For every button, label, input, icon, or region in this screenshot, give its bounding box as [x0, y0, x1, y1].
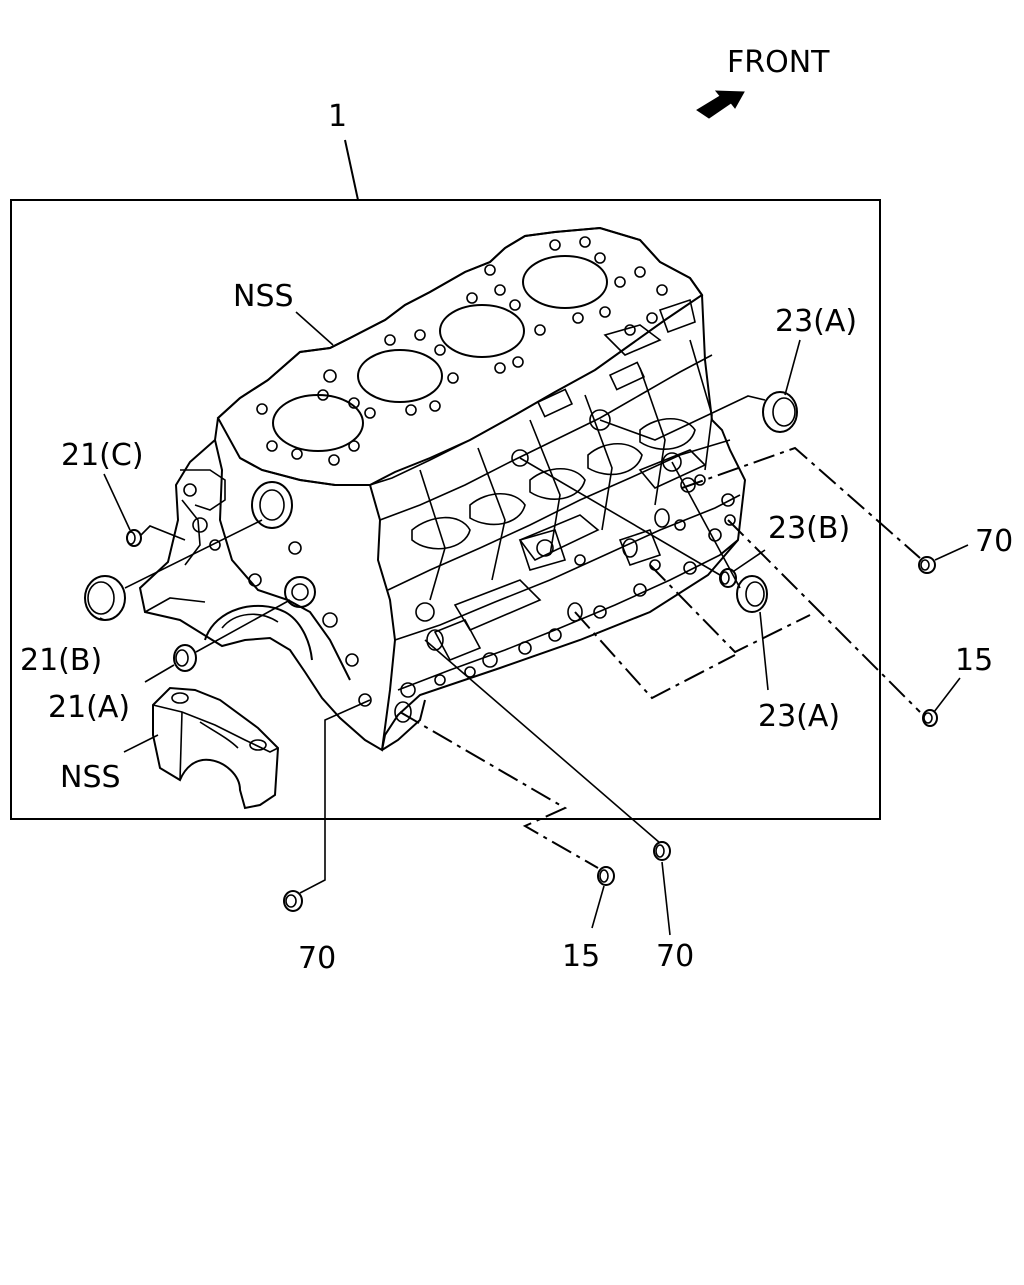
plug-70-bottom: [653, 841, 671, 861]
label-15-bottom: 15: [562, 939, 600, 974]
cup-plug-21b: [84, 575, 126, 621]
leader-lines: [99, 311, 969, 936]
cup-plug-23a-top: [762, 391, 798, 433]
label-23a-bottom: 23(A): [758, 699, 840, 734]
cup-plug-23a-bottom: [736, 575, 768, 613]
phantom-lines: [399, 446, 921, 869]
label-70-left: 70: [298, 941, 336, 976]
assembly-frame: [10, 199, 881, 820]
label-23b: 23(B): [768, 511, 850, 546]
label-15-right: 15: [955, 643, 993, 678]
assembly-leader-line: [344, 139, 359, 201]
label-21a: 21(A): [48, 690, 130, 725]
assembly-ref-number: 1: [328, 99, 347, 134]
label-nss-top: NSS: [233, 279, 294, 314]
label-21b: 21(B): [20, 643, 102, 678]
label-70-right: 70: [975, 524, 1013, 559]
cup-plug-21a: [173, 644, 197, 672]
plug-15-bottom: [597, 866, 615, 886]
plug-15-right: [922, 709, 938, 727]
label-23a-top: 23(A): [775, 304, 857, 339]
label-70-bottom: 70: [656, 939, 694, 974]
plug-70-left: [283, 890, 303, 912]
front-arrow-icon: [696, 90, 745, 119]
front-label: FRONT: [727, 45, 830, 80]
label-21c: 21(C): [61, 438, 144, 473]
plug-21c: [126, 529, 142, 547]
cylinder-block: [138, 226, 747, 752]
plug-23b: [719, 568, 737, 588]
plug-70-right: [918, 556, 936, 574]
bearing-cap: [152, 686, 280, 810]
label-nss-bottom: NSS: [60, 760, 121, 795]
